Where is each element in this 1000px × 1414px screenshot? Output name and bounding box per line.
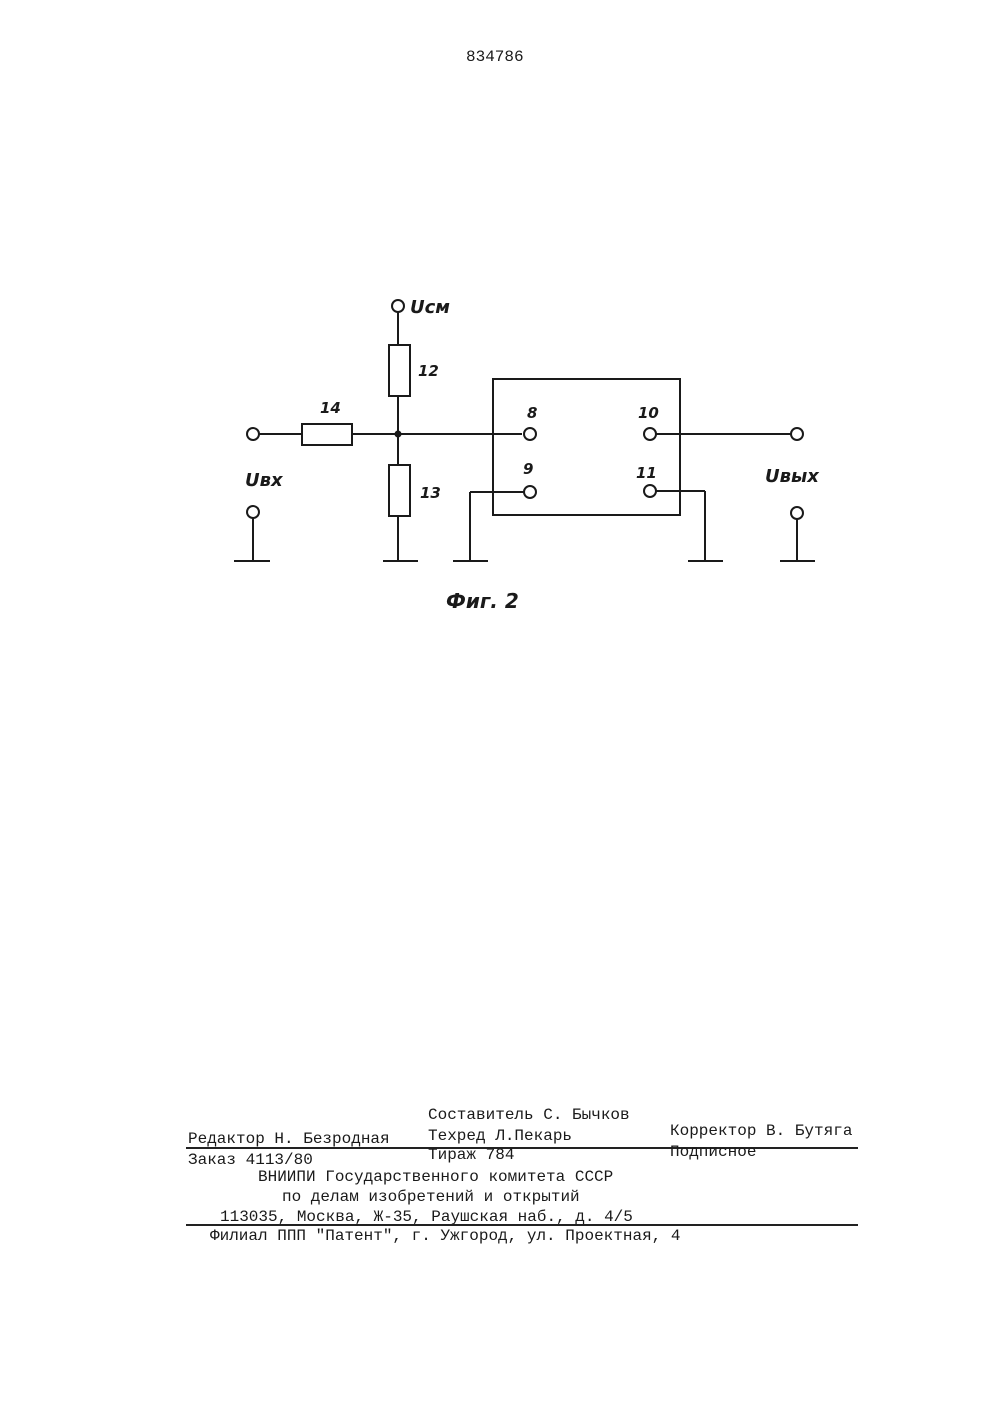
footer-order: Заказ 4113/80 (188, 1151, 313, 1169)
footer-editor: Редактор Н. Безродная (188, 1130, 390, 1148)
terminal-vout (791, 428, 803, 440)
footer-corrector: Корректор В. Бутяга (670, 1122, 852, 1140)
label-r12: 12 (418, 362, 439, 380)
pin-10 (644, 428, 656, 440)
footer-org-line2: по делам изобретений и открытий (282, 1188, 580, 1206)
label-pin11: 11 (636, 464, 657, 482)
figure-caption: Фиг. 2 (446, 589, 519, 613)
label-vbias: Uсм (410, 297, 450, 318)
footer-compiler: Составитель С. Бычков (428, 1106, 630, 1124)
terminal-vin (247, 428, 259, 440)
terminal-vout-ground (791, 507, 803, 519)
footer-rule-2 (186, 1224, 858, 1226)
label-pin10: 10 (638, 404, 659, 422)
label-vout: Uвых (765, 466, 820, 487)
label-vin: Uвх (245, 470, 284, 491)
footer-rule-1 (186, 1147, 858, 1149)
footer-org-line1: ВНИИПИ Государственного комитета СССР (258, 1168, 613, 1186)
footer-circulation: Тираж 784 (428, 1146, 514, 1164)
footer-subscription: Подписное (670, 1143, 756, 1161)
pin-8 (524, 428, 536, 440)
label-pin8: 8 (527, 404, 537, 422)
footer-techred: Техред Л.Пекарь (428, 1127, 572, 1145)
terminal-vin-ground (247, 506, 259, 518)
pin-9 (524, 486, 536, 498)
resistor-14 (302, 424, 352, 445)
circuit-diagram: Uсм 12 14 13 Uвх 8 9 10 11 Uвых Фиг. 2 (0, 0, 1000, 640)
label-pin9: 9 (523, 460, 533, 478)
terminal-vbias (392, 300, 404, 312)
label-r14: 14 (320, 399, 341, 417)
footer-branch: Филиал ППП "Патент", г. Ужгород, ул. Про… (210, 1227, 680, 1245)
label-r13: 13 (420, 484, 441, 502)
resistor-12 (389, 345, 410, 396)
resistor-13 (389, 465, 410, 516)
pin-11 (644, 485, 656, 497)
